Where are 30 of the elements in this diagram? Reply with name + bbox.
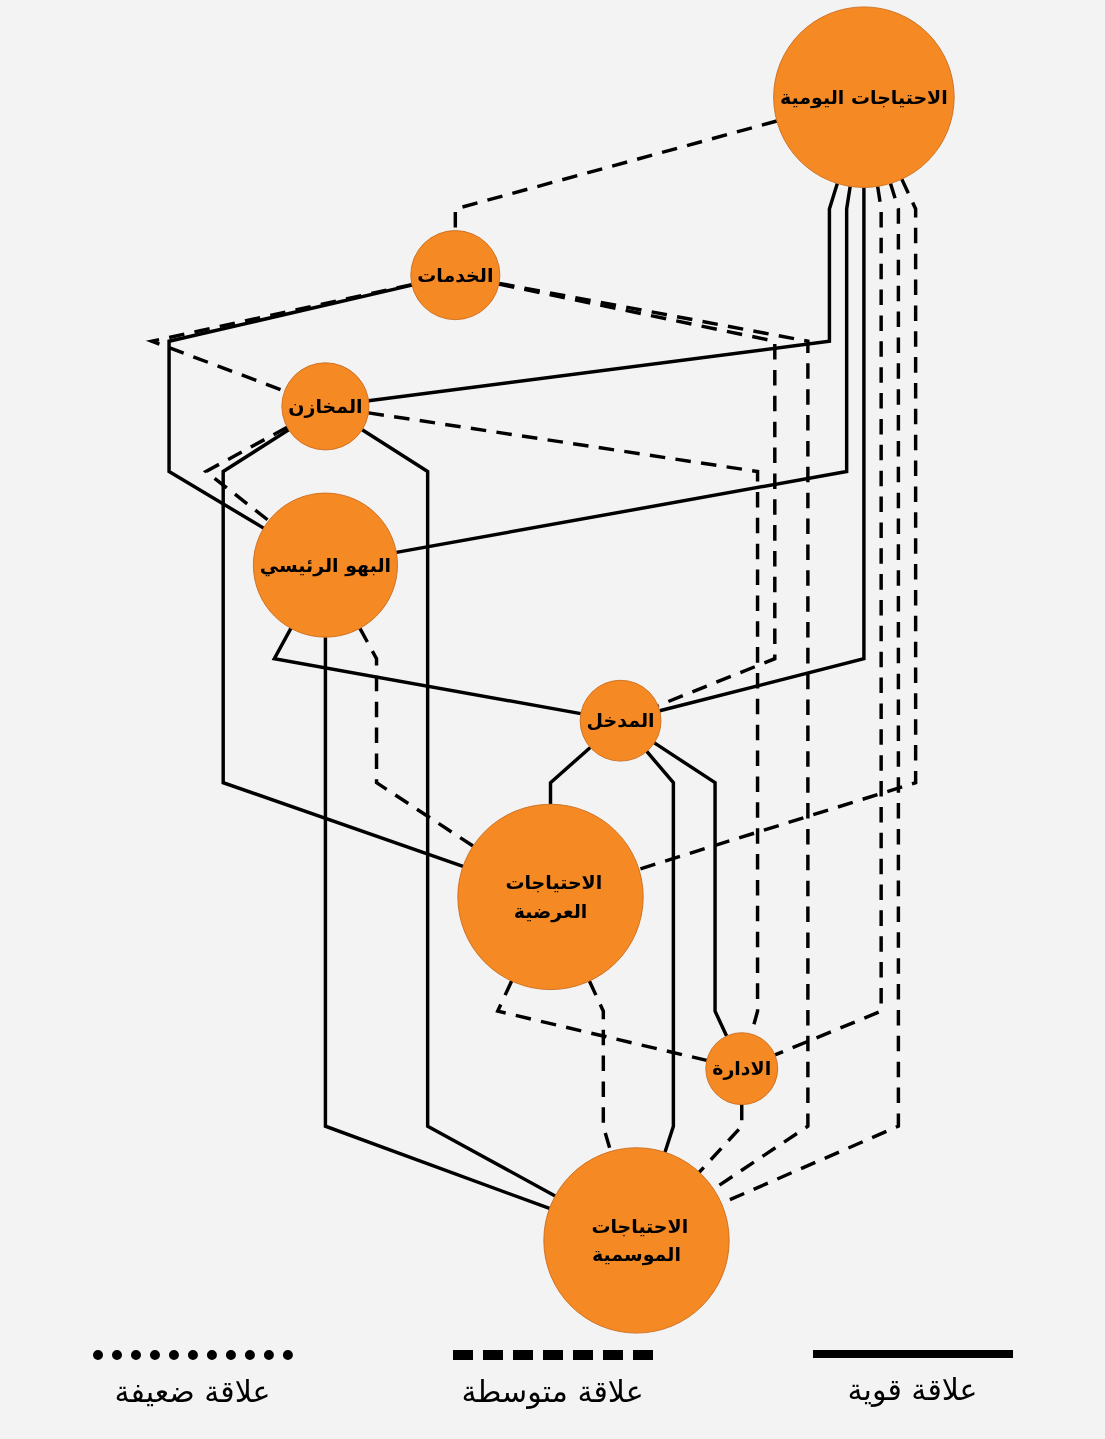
connector <box>395 186 852 555</box>
connector <box>145 282 412 393</box>
connector <box>697 1104 743 1174</box>
connector <box>637 178 917 871</box>
connector <box>652 741 728 1037</box>
node-circle: الاحتياجات الموسمية <box>542 1147 730 1334</box>
node-circle: الاحتياجات العرضية <box>456 803 644 991</box>
connector <box>367 182 839 403</box>
node-circle: المخازن <box>280 362 369 451</box>
connector <box>367 411 759 1035</box>
connector <box>202 425 288 523</box>
connector <box>494 980 707 1063</box>
connector <box>357 627 474 848</box>
node-circle: الاحتياجات اليومية <box>772 6 955 188</box>
connector <box>166 283 412 530</box>
connector <box>360 428 556 1198</box>
node-circle: الخدمات <box>409 230 500 321</box>
connector <box>658 187 866 713</box>
node-circle: الادارة <box>704 1032 778 1106</box>
connector <box>548 746 591 805</box>
connector <box>323 637 550 1211</box>
legend-text: علاقة متوسطة <box>461 1374 644 1409</box>
node-circle: المدخل <box>579 679 661 762</box>
legend-text: علاقة ضعيفة <box>114 1374 271 1409</box>
legend-text: علاقة قوية <box>847 1372 978 1407</box>
node-circle: البهو الرئيسي <box>252 492 398 638</box>
connector <box>220 428 464 868</box>
connector <box>773 186 883 1057</box>
connector <box>644 750 675 1153</box>
connector <box>271 627 581 716</box>
